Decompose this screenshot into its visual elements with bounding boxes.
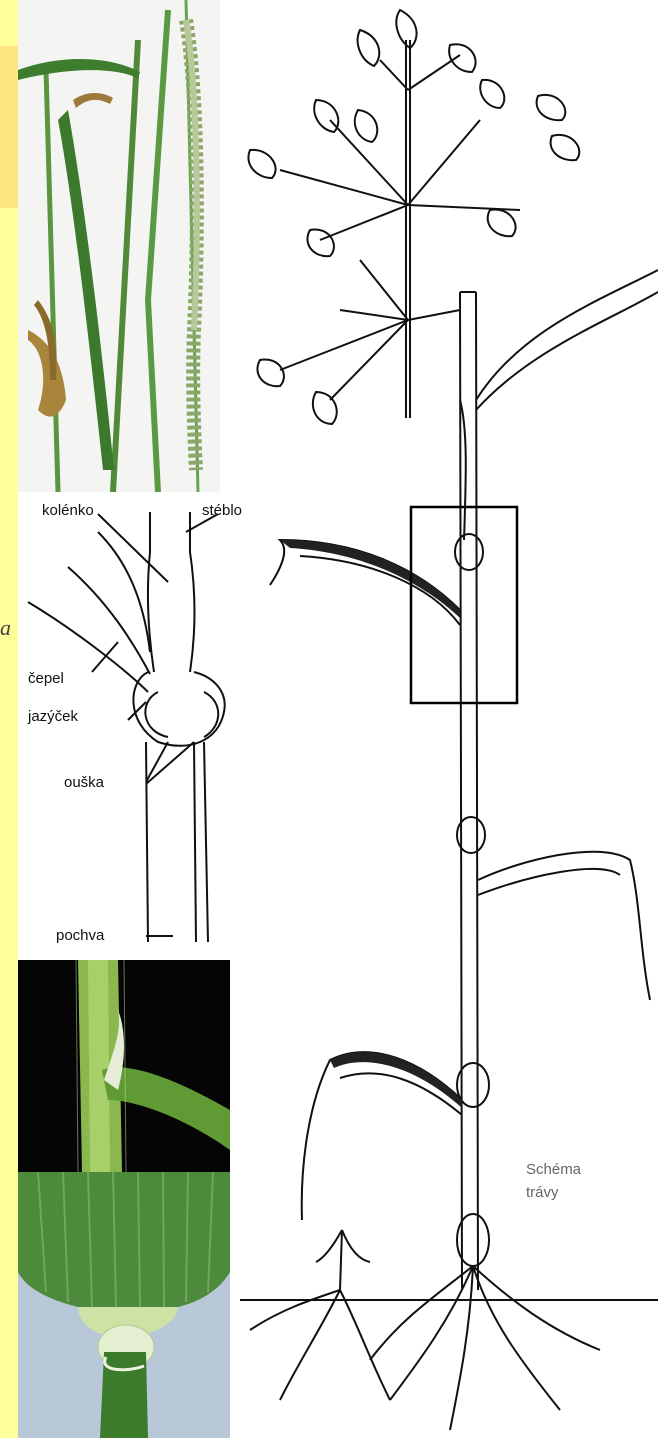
label-ouska: ouška [64,774,104,791]
grass-specimen-photo [18,0,220,492]
caption-line-2: trávy [526,1181,581,1204]
ligule-dark-image [18,960,230,1172]
caption-line-1: Schéma [526,1158,581,1181]
diagram-caption: Schéma trávy [526,1158,581,1204]
grass-plant-drawing: Schéma trávy [220,0,658,1438]
sheath-blue-image [18,1172,230,1438]
grass-specimen-image [18,0,220,492]
label-steblo: stéblo [202,502,242,519]
node-detail-line-drawing [18,492,268,960]
sheath-photo-blue [18,1172,230,1438]
label-cepel: čepel [28,670,64,687]
grass-plant-line-drawing [220,0,658,1438]
label-jazycek: jazýček [28,708,78,725]
ligule-photo-dark [18,960,230,1172]
node-detail-diagram: kolénko stéblo čepel jazýček ouška pochv… [18,492,268,960]
label-kolenko: kolénko [42,502,94,519]
label-pochva: pochva [56,927,104,944]
edge-letter: a [0,615,11,641]
accent-box [0,46,20,208]
